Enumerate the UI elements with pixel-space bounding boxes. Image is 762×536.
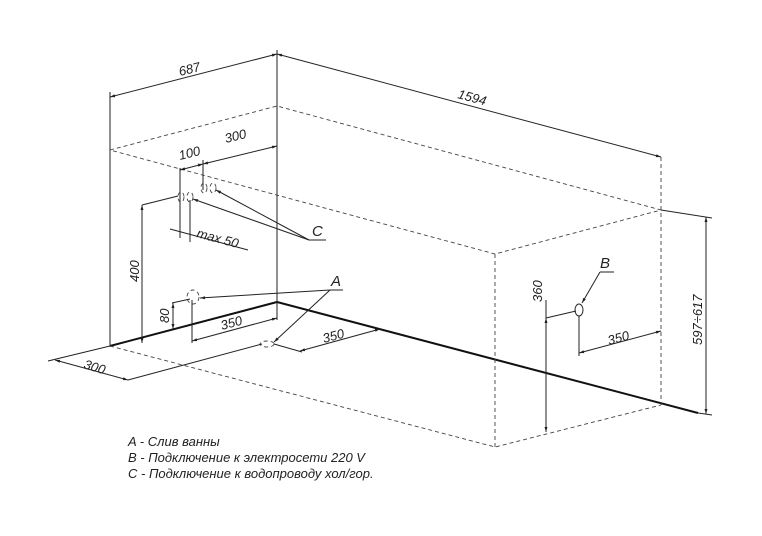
- legend-item-c: C - Подключение к водопроводу хол/гор.: [128, 466, 374, 481]
- pipe-cold-icon: [186, 191, 194, 203]
- dim-electric-offset-line: [578, 330, 662, 354]
- ext-line: [127, 343, 263, 381]
- electric-connection-icon: [574, 303, 584, 317]
- marker-c: C: [312, 223, 323, 240]
- leader-a: [273, 289, 331, 343]
- leader-b: [581, 271, 601, 304]
- leader-c: [192, 198, 310, 241]
- tub-bottom-outline: [109, 345, 662, 448]
- dim-electric-height-label: 360: [530, 280, 545, 302]
- dim-floor-depth-label: 300: [82, 357, 108, 378]
- dim-width-label: 687: [177, 59, 202, 79]
- dim-drain-height-label: 80: [157, 308, 172, 323]
- legend-item-b: B - Подключение к электросети 220 V: [128, 450, 365, 465]
- dim-length-line: [276, 53, 662, 158]
- ext-line: [47, 345, 111, 362]
- dim-drain-offset-left-label: 350: [219, 313, 245, 333]
- dim-pipe-height-label: 400: [127, 260, 142, 282]
- marker-a: A: [330, 273, 341, 290]
- drain-outlet-icon: [186, 289, 200, 305]
- legend-item-a: A - Слив ванны: [128, 434, 220, 449]
- dim-pipe-max-label: max 50: [195, 225, 241, 251]
- dim-pipe-spacing-label: 100: [177, 143, 202, 163]
- dim-height-label: 597÷617: [690, 294, 705, 345]
- floor-wall-line-left: [109, 301, 278, 347]
- pipe-hot-icon: [209, 182, 217, 194]
- dim-drain-offset-left-line: [191, 317, 278, 342]
- floor-wall-line-back: [276, 301, 699, 414]
- pipe-cold-icon: [177, 191, 185, 203]
- ext-line: [273, 343, 303, 353]
- tub-rim-outline: [109, 105, 663, 255]
- pipe-hot-icon: [200, 182, 208, 194]
- marker-b: B: [600, 255, 610, 272]
- dim-length-label: 1594: [456, 86, 488, 108]
- dim-electric-offset-label: 350: [606, 328, 632, 348]
- leader-a: [199, 289, 331, 300]
- floor-drain-icon: [259, 340, 275, 348]
- dim-pipe-spacing-line: [179, 163, 204, 171]
- ext-line: [141, 195, 179, 206]
- leader-c: [215, 189, 310, 241]
- dim-floor-depth-line: [54, 359, 129, 381]
- legend: A - Слив ванны B - Подключение к электро…: [128, 434, 374, 482]
- dim-pipe-offset-label: 300: [223, 126, 248, 146]
- dim-drain-offset-floor-label: 350: [321, 326, 347, 346]
- ext-line: [171, 298, 191, 304]
- ext-line: [545, 310, 577, 319]
- dim-pipe-max-line: [169, 228, 249, 251]
- dim-drain-offset-floor-line: [299, 328, 381, 352]
- ext-line: [660, 209, 713, 219]
- dim-pipe-offset-line: [202, 145, 278, 165]
- ext-line: [697, 412, 713, 416]
- dim-width-line: [109, 53, 278, 98]
